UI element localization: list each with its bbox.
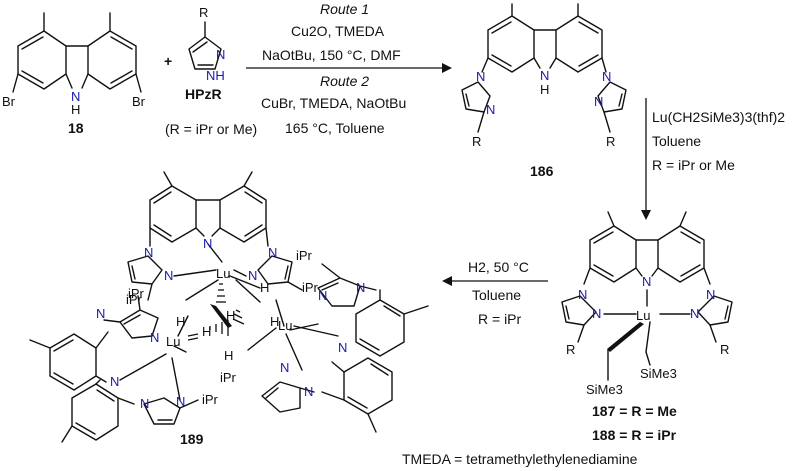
186-n-left2: N [486, 102, 495, 117]
189-ipr-lower-mid: iPr [220, 370, 237, 385]
step2-line2: Toluene [652, 133, 701, 149]
pyrazole-hpzr-structure [188, 21, 222, 70]
188-sime3-right: SiMe3 [640, 366, 677, 381]
189-n-llp1: N [140, 396, 149, 411]
compound-187-label: 187 = R = Me [592, 403, 677, 419]
189-ipr-ul: iPr [126, 292, 143, 307]
route1-line1: Cu2O, TMEDA [291, 23, 385, 39]
188-n-left2: N [592, 306, 601, 321]
step3-line1: H2, 50 °C [468, 259, 529, 275]
189-lu2-right: Lu [278, 318, 292, 333]
189-h-6: H [224, 348, 233, 363]
186-n-right2: N [594, 94, 603, 109]
189-h-1: H [260, 280, 269, 295]
hpzr-compound-label: HPzR [185, 86, 222, 102]
route2-title: Route 2 [320, 73, 369, 89]
188-n-right1: N [706, 287, 715, 302]
step3-line2: Toluene [472, 287, 521, 303]
186-n-right: N [602, 69, 611, 84]
route2-line1: CuBr, TMEDA, NaOtBu [261, 95, 406, 111]
189-n-lp2: N [150, 330, 159, 345]
186-r-right: R [606, 134, 615, 149]
compound-18-label: 18 [68, 120, 84, 136]
compound-18-structure [12, 12, 142, 93]
189-h-5: H [270, 314, 279, 329]
189-n-lp1: N [96, 306, 105, 321]
189-ipr-top-right: iPr [296, 248, 313, 263]
189-n-lmp2: N [304, 384, 313, 399]
plus-sign: + [164, 53, 172, 69]
bromine-left-label: Br [2, 94, 16, 109]
hpzr-r-note: (R = iPr or Me) [165, 121, 257, 137]
189-n-ur2: N [248, 268, 257, 283]
189-n-lmp1: N [280, 360, 289, 375]
189-h-3: H [202, 324, 211, 339]
189-ipr-lower-left: iPr [202, 392, 219, 407]
188-lu-label: Lu [636, 308, 650, 323]
footnote-tmeda: TMEDA = tetramethylethylenediamine [402, 451, 638, 467]
carbazole-h-label: H [71, 102, 80, 117]
189-h-2: H [176, 314, 185, 329]
188-r-left: R [566, 342, 575, 357]
carbazole-nh-label: N [71, 89, 80, 104]
route2-line2: 165 °C, Toluene [285, 120, 385, 136]
compound-189-label: 189 [180, 431, 204, 447]
189-n-ul2: N [164, 268, 173, 283]
189-n-lower-carb: N [110, 374, 119, 389]
188-r-right: R [720, 342, 729, 357]
189-lu1: Lu [216, 266, 230, 281]
step2-line1: Lu(CH2SiMe3)3(thf)2 [652, 109, 785, 125]
189-lu2-left: Lu [166, 334, 180, 349]
186-r-left: R [472, 134, 481, 149]
step2-line3: R = iPr or Me [652, 157, 735, 173]
bromine-right-label: Br [132, 94, 146, 109]
189-n-rp1: N [318, 288, 327, 303]
compound-186-structure [461, 3, 627, 133]
compound-187-188-structure [561, 211, 733, 381]
189-n-llp2: N [176, 394, 185, 409]
189-ipr-ur: iPr [302, 280, 319, 295]
route1-line2: NaOtBu, 150 °C, DMF [262, 47, 401, 63]
188-sime3-left: SiMe3 [586, 382, 623, 397]
compound-188-label: 188 = R = iPr [592, 427, 677, 443]
189-n-rp2: N [356, 280, 365, 295]
186-n-left: N [476, 69, 485, 84]
186-h-label: H [540, 82, 549, 97]
hpzr-n1-label: N [216, 47, 225, 62]
route1-title: Route 1 [320, 1, 369, 17]
step3-line3: R = iPr [478, 311, 522, 327]
189-n-ul1: N [144, 245, 153, 260]
189-n-upper-center: N [203, 236, 212, 251]
compound-186-label: 186 [530, 163, 554, 179]
189-n-ur1: N [268, 245, 277, 260]
189-n-right-carb: N [338, 340, 347, 355]
188-n-right2: N [690, 306, 699, 321]
189-h-4: H [226, 308, 235, 323]
hpzr-r-label: R [199, 5, 208, 20]
188-n-center: N [642, 274, 651, 289]
compound-189-structure [29, 171, 429, 443]
186-nh-label: N [540, 68, 549, 83]
hpzr-nh-label: NH [206, 68, 225, 83]
188-n-left1: N [578, 287, 587, 302]
189-ipr-lu2-left: iPr [128, 286, 145, 301]
